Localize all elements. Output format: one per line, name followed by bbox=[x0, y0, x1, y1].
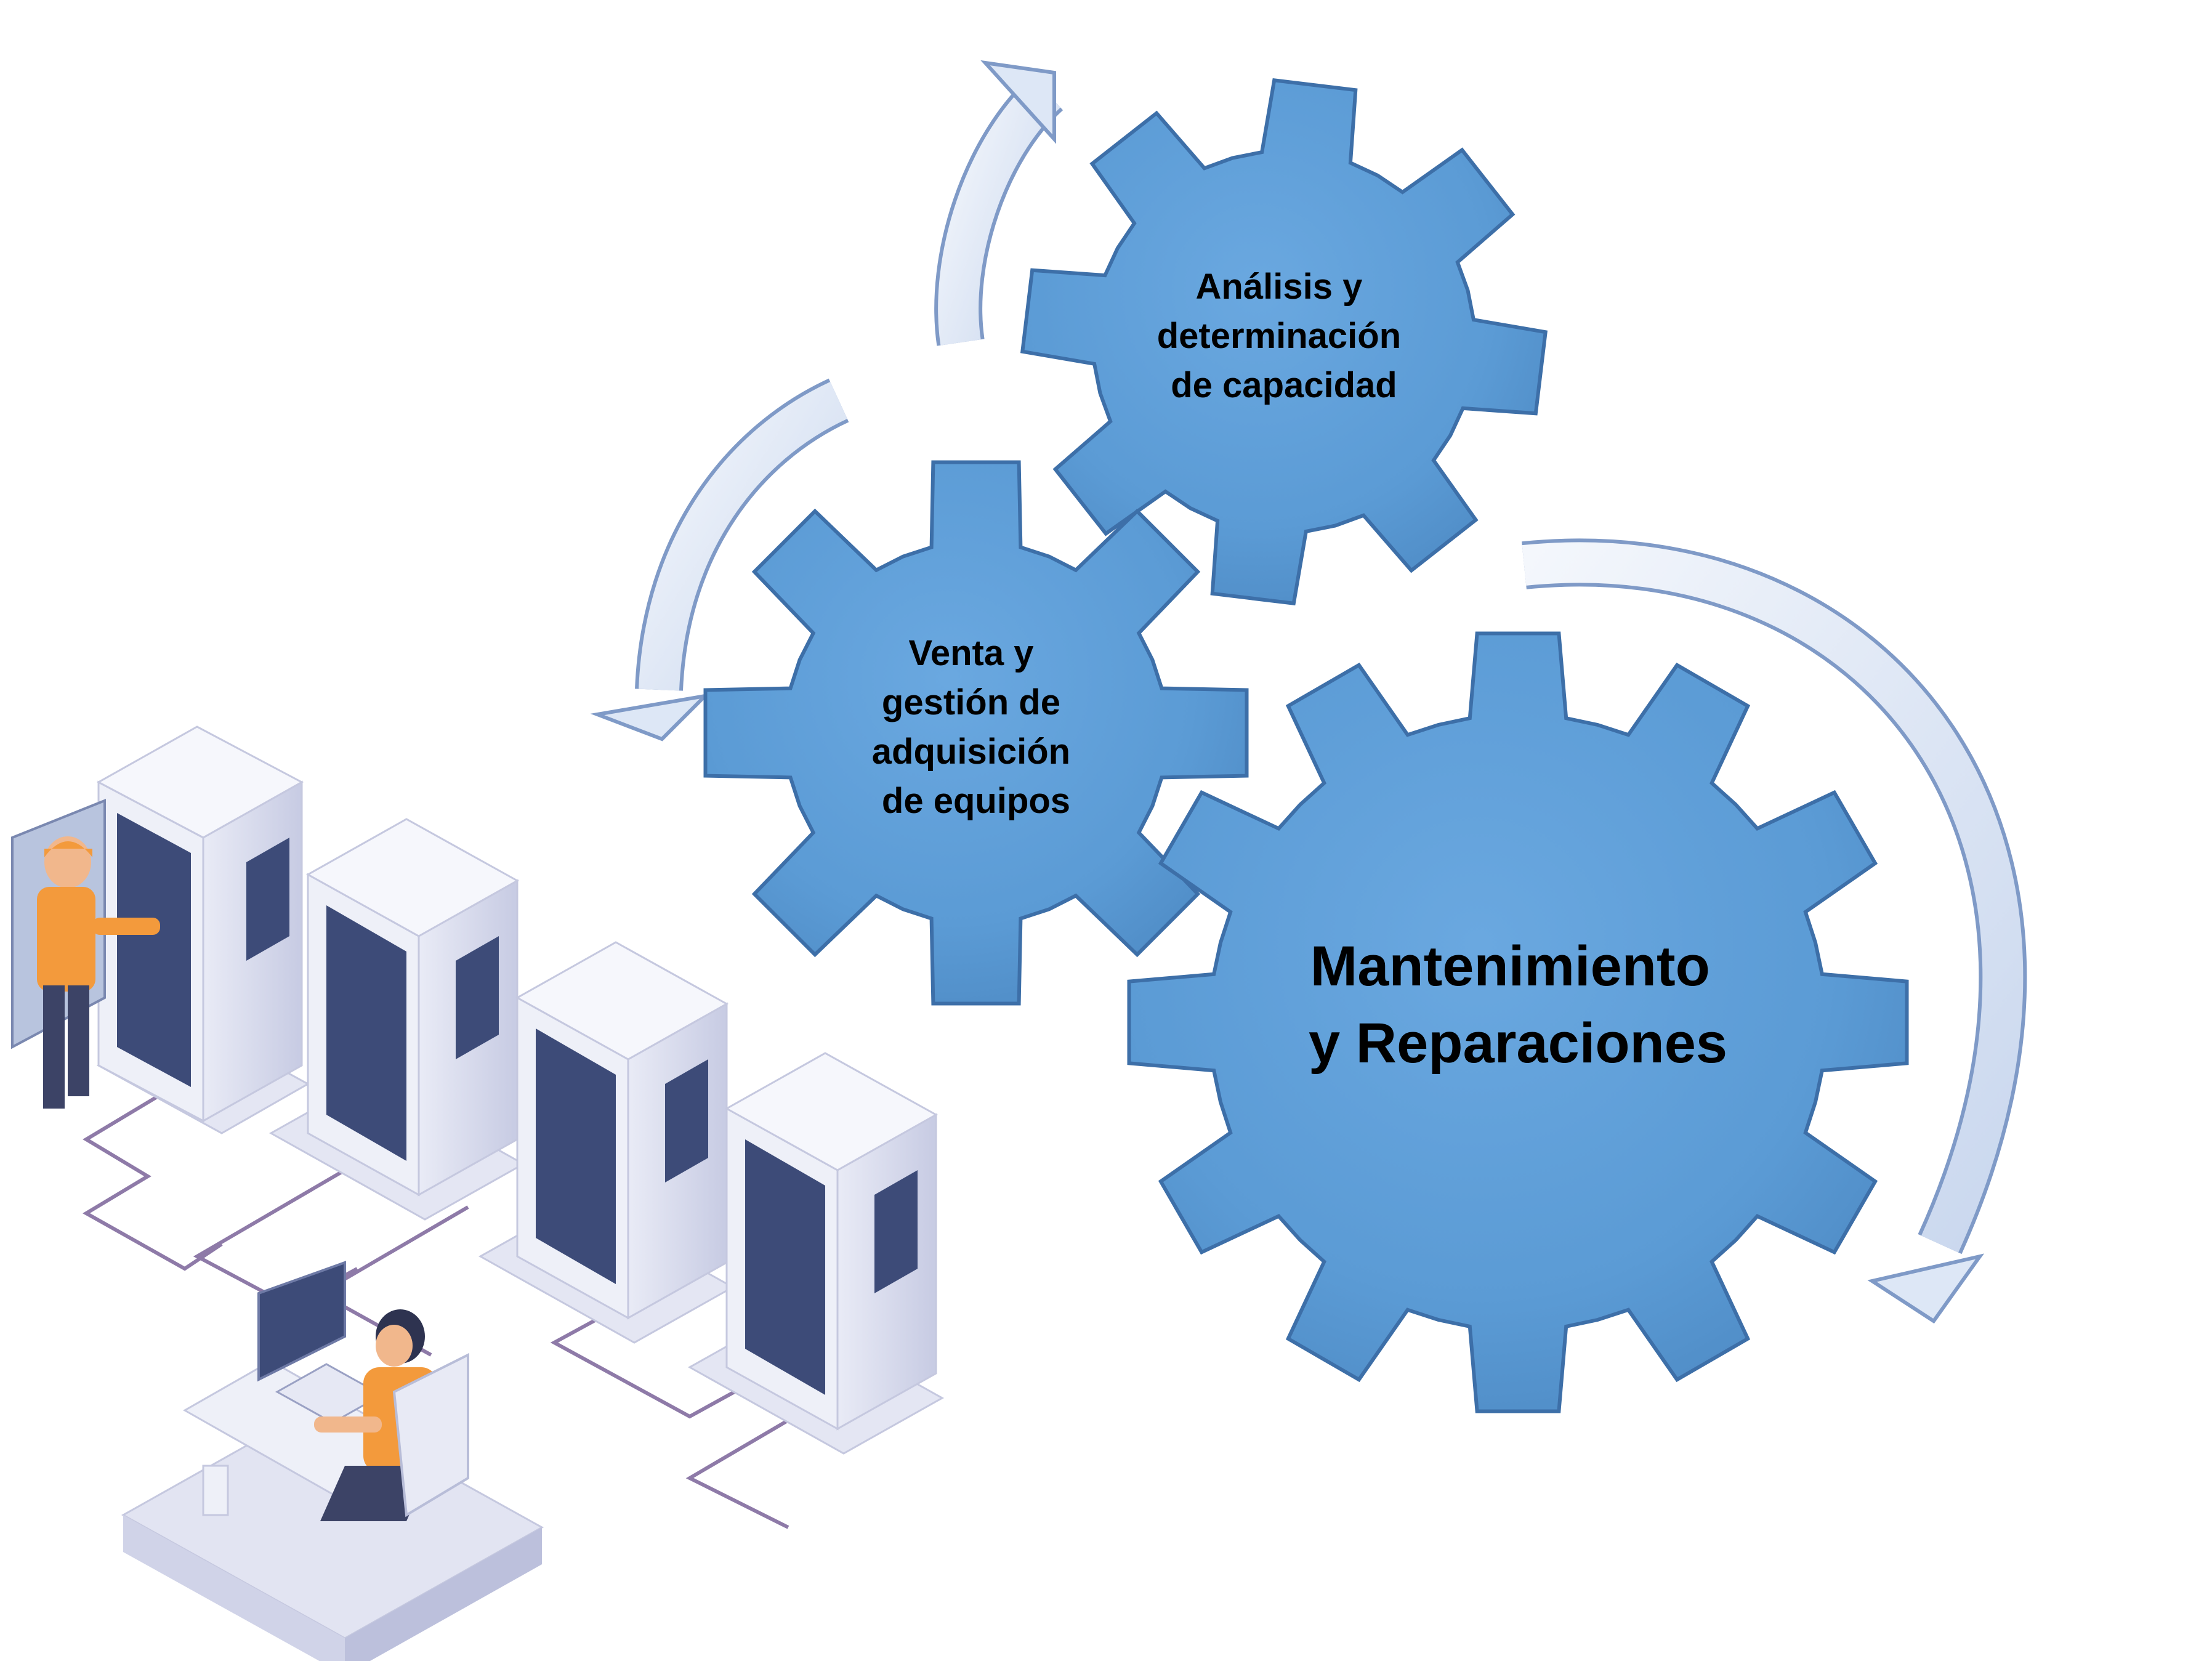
technician-standing bbox=[37, 836, 160, 1109]
gear-analysis-label: Análisis y determinación de capacidad bbox=[1157, 267, 1411, 405]
arrow-to-maintenance bbox=[1522, 538, 2027, 1324]
gear-maintenance: Mantenimiento y Reparaciones bbox=[1127, 631, 1909, 1413]
gear-analysis-shape bbox=[1020, 78, 1548, 606]
arrow-to-analysis bbox=[934, 60, 1064, 346]
gear-analysis: Análisis y determinación de capacidad bbox=[1020, 78, 1548, 606]
gear-analysis-line-3: de capacidad bbox=[1171, 365, 1397, 405]
gear-maintenance-line-2: y Reparaciones bbox=[1309, 1012, 1727, 1075]
workstation bbox=[121, 1261, 544, 1661]
gear-maintenance-label: Mantenimiento y Reparaciones bbox=[1309, 935, 1727, 1075]
gear-maintenance-shape bbox=[1127, 631, 1909, 1413]
cycle-arrows bbox=[590, 60, 2027, 1324]
gear-sales-label: Venta y gestión de adquisición de equipo… bbox=[872, 633, 1080, 821]
gear-sales-shape bbox=[703, 460, 1249, 1006]
gear-sales-line-2: gestión de bbox=[882, 682, 1060, 722]
gear-sales-line-1: Venta y bbox=[908, 633, 1033, 673]
gear-sales-line-4: de equipos bbox=[882, 781, 1070, 821]
gear-analysis-line-2: determinación bbox=[1157, 316, 1401, 356]
gear-analysis-line-1: Análisis y bbox=[1196, 267, 1363, 307]
arrow-to-sales bbox=[590, 378, 849, 742]
gear-maintenance-line-1: Mantenimiento bbox=[1310, 935, 1710, 998]
gear-sales-line-3: adquisición bbox=[872, 732, 1070, 772]
server-rack-4 bbox=[687, 1052, 945, 1455]
server-rack-3 bbox=[478, 941, 735, 1344]
gear-sales: Venta y gestión de adquisición de equipo… bbox=[703, 460, 1249, 1006]
server-rack-2 bbox=[268, 818, 526, 1221]
server-room-illustration bbox=[11, 725, 945, 1661]
